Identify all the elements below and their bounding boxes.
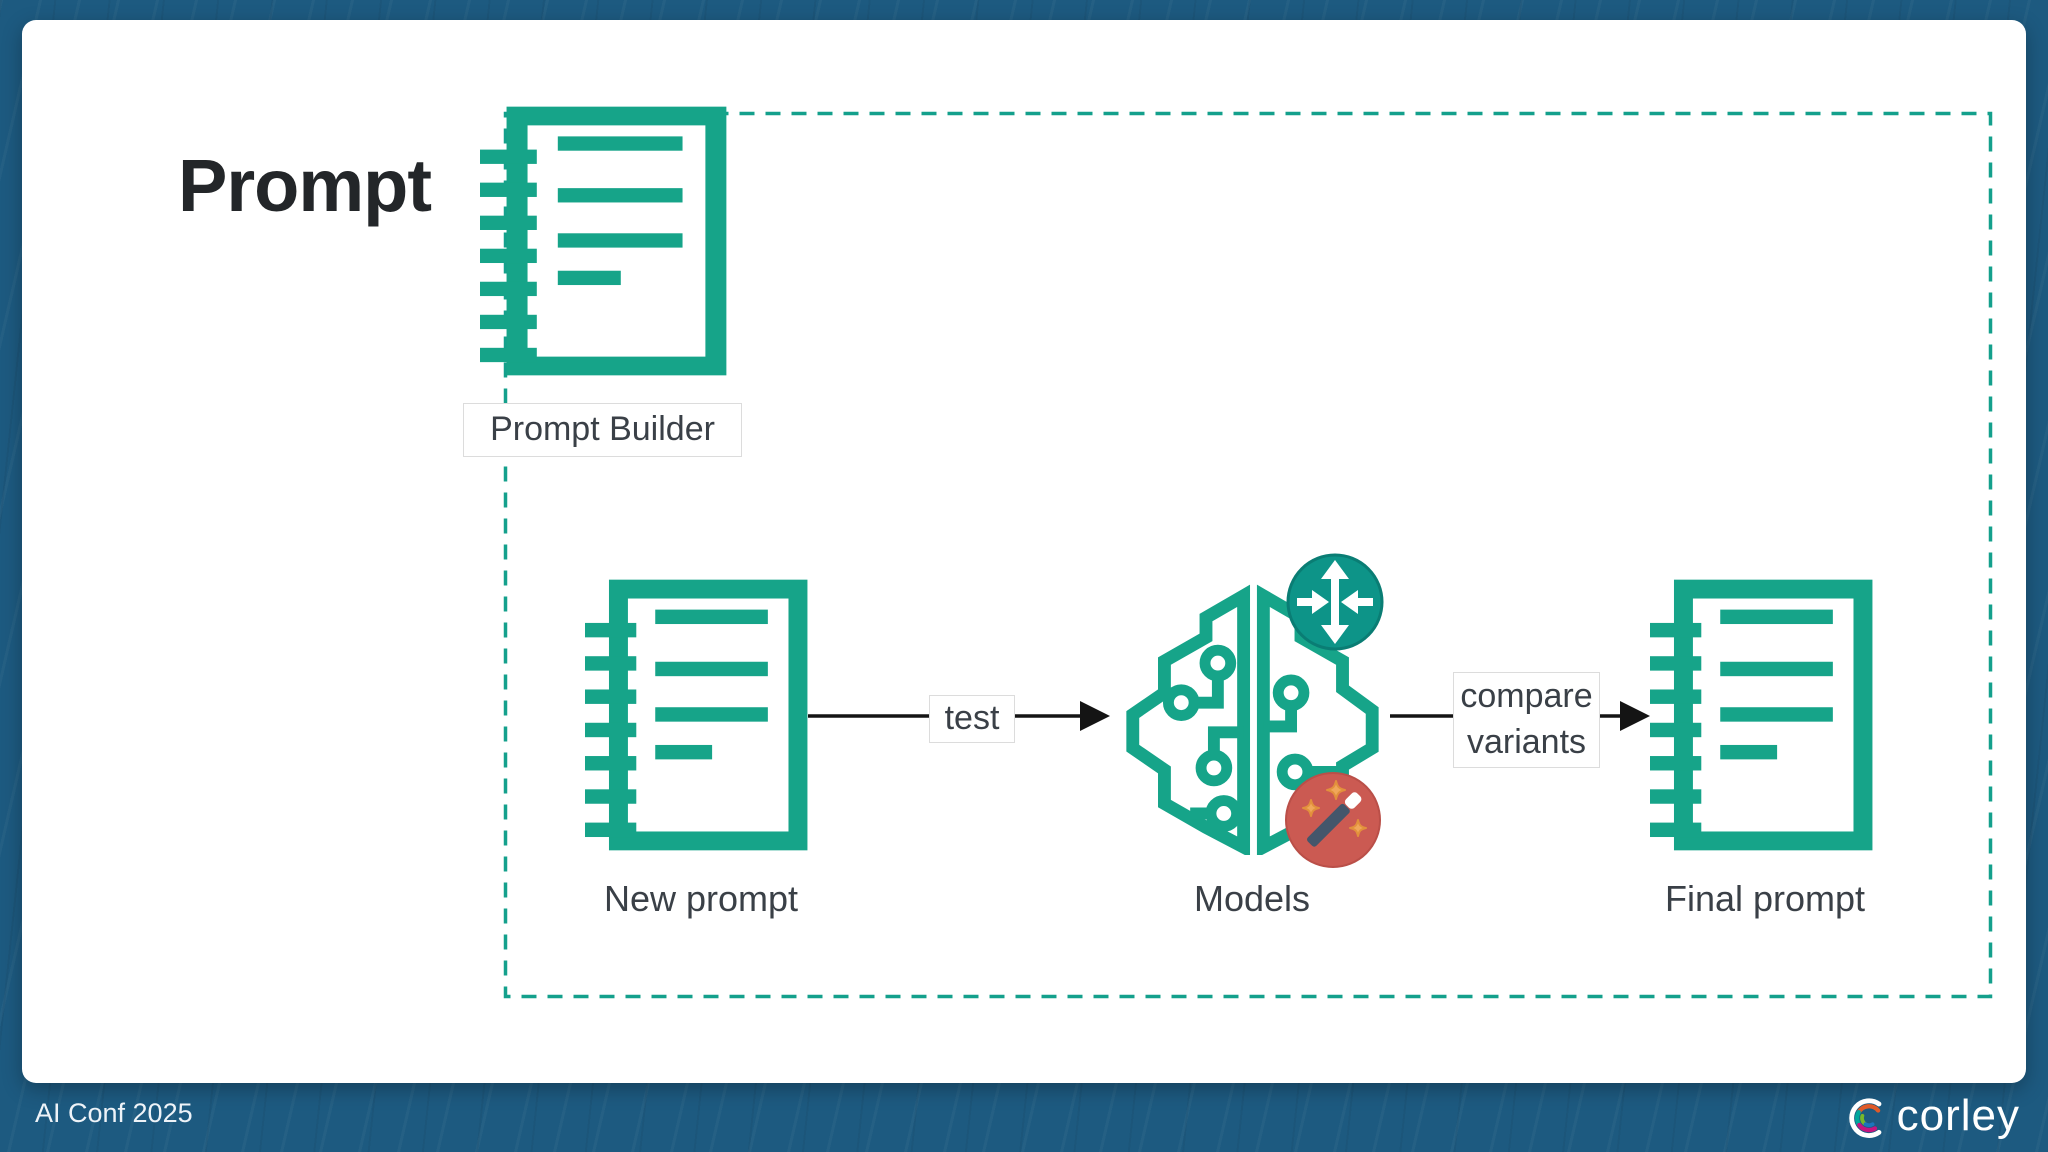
- node-label-new-prompt: New prompt: [603, 878, 799, 919]
- notebook-icon: [585, 578, 808, 852]
- ai-brain-circuit-icon: [1126, 584, 1379, 855]
- prompt-builder-label: Prompt Builder: [463, 403, 742, 457]
- slide-card: [22, 20, 2026, 1083]
- footer-event-name: AI Conf 2025: [35, 1098, 193, 1128]
- edge-label-test: test: [929, 695, 1015, 743]
- edge-test-arrowhead: [1080, 701, 1110, 731]
- brand-name: corley: [1896, 1091, 2020, 1140]
- scale-arrows-badge-icon: [1286, 553, 1384, 651]
- dashed-region-border: [503, 111, 1993, 999]
- notebook-icon: [480, 105, 727, 377]
- brand-logo: corley: [1845, 1090, 2020, 1142]
- node-label-final-prompt: Final prompt: [1664, 878, 1866, 919]
- node-label-models: Models: [1193, 878, 1311, 919]
- corley-c-mark-icon: [1848, 1098, 1882, 1138]
- magic-wand-badge-icon: [1285, 772, 1381, 868]
- edge-label-compare-variants: compare variants: [1453, 672, 1600, 768]
- notebook-icon: [1650, 578, 1873, 852]
- page-title: Prompt: [178, 144, 432, 227]
- edge-compare-arrowhead: [1620, 701, 1650, 731]
